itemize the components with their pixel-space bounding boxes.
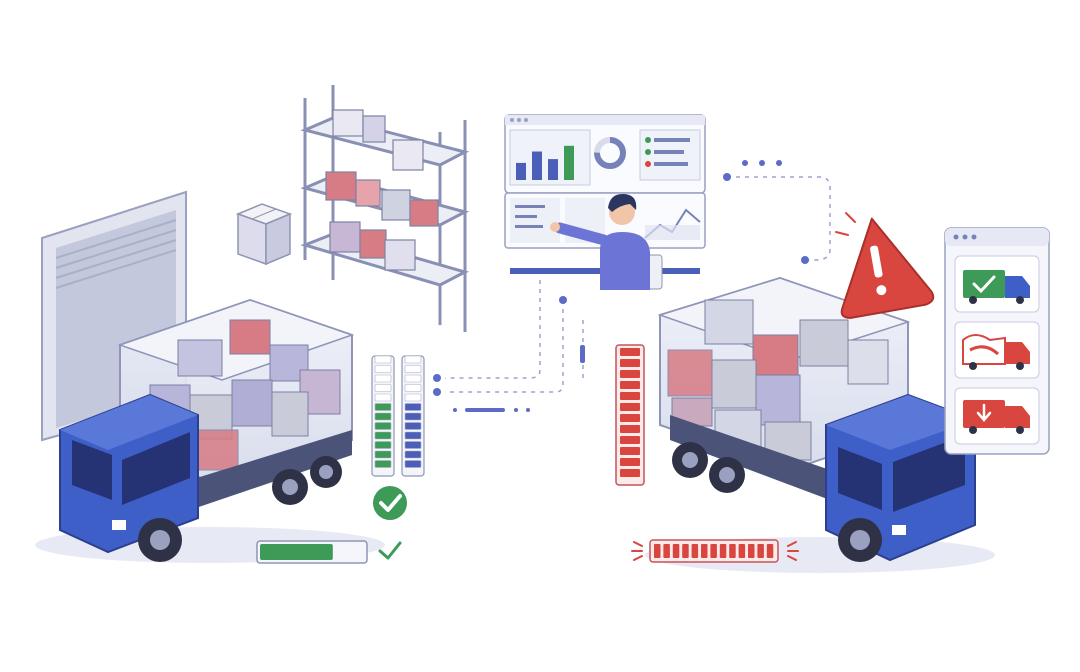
truck-damaged-icon xyxy=(954,321,1040,379)
gauge-segment xyxy=(374,365,392,373)
right-cargo-boxes xyxy=(667,299,889,461)
gauge-segment xyxy=(404,422,422,430)
donut-chart xyxy=(594,137,626,169)
check-icon xyxy=(373,486,407,520)
gauge-segment xyxy=(404,431,422,440)
gauge-segment xyxy=(374,393,392,402)
check-icon xyxy=(378,541,402,560)
left-cargo-boxes xyxy=(149,319,341,471)
gauge-segment xyxy=(620,414,640,422)
gauge-segment xyxy=(404,384,422,392)
gauge-segment xyxy=(620,370,640,378)
gauge-segment xyxy=(374,374,392,383)
loose-box xyxy=(235,203,293,266)
analytics-dashboard xyxy=(504,114,706,249)
gauge-segment xyxy=(620,348,640,356)
dashboard-bar xyxy=(516,162,526,180)
gauge-segment xyxy=(404,450,422,459)
gauge-segment xyxy=(374,384,392,392)
gauge-segment xyxy=(620,359,640,367)
progress-segment xyxy=(701,544,708,558)
progress-segment xyxy=(672,544,680,558)
fleet-status-panel xyxy=(944,227,1050,455)
gauge-segment xyxy=(404,374,422,383)
left-truck xyxy=(59,298,355,562)
right-capacity-gauge xyxy=(615,344,645,486)
gauge-segment xyxy=(374,403,392,411)
gauge-segment xyxy=(404,441,422,449)
progress-segment xyxy=(691,544,699,558)
progress-segment xyxy=(663,544,670,558)
dashboard-bar-chart xyxy=(516,145,574,180)
left-progress-bar xyxy=(256,540,368,564)
gauge-segment xyxy=(374,355,392,364)
gauge-segment xyxy=(374,450,392,459)
gauge-segment xyxy=(620,381,640,389)
right-progress-bar xyxy=(631,539,799,563)
gauge-segment xyxy=(404,460,422,468)
dashboard-bar xyxy=(548,159,558,180)
gauge-segment xyxy=(620,425,640,433)
progress-segment xyxy=(757,544,764,558)
gauge-segment xyxy=(404,412,422,421)
connector-nodes xyxy=(433,160,809,412)
truck-down-arrow-icon xyxy=(954,387,1040,445)
dashboard-bar xyxy=(532,151,542,180)
gauge-segment xyxy=(404,365,422,373)
progress-segment xyxy=(710,544,717,558)
right-truck xyxy=(657,276,976,562)
progress-segment xyxy=(682,544,689,558)
gauge-segment xyxy=(374,422,392,430)
gauge-segment xyxy=(620,458,640,466)
warning-triangle-icon xyxy=(835,212,935,319)
progress-segment xyxy=(719,544,727,558)
gauge-segment xyxy=(620,447,640,455)
gauge-segment xyxy=(620,403,640,411)
gauge-segment xyxy=(620,436,640,444)
shelf-boxes xyxy=(325,109,439,271)
gauge-segment xyxy=(404,403,422,411)
gauge-segment xyxy=(620,392,640,400)
progress-segment xyxy=(654,544,661,558)
gauge-segment xyxy=(374,441,392,449)
gauge-segment xyxy=(374,412,392,421)
dashboard-bar xyxy=(564,145,574,180)
progress-segment xyxy=(729,544,736,558)
gauge-segment xyxy=(404,355,422,364)
gauge-segment xyxy=(620,469,640,477)
truck-check-icon xyxy=(954,255,1040,313)
gauge-segment xyxy=(374,460,392,468)
gauge-segment xyxy=(374,431,392,440)
operator-person xyxy=(510,193,700,290)
progress-segment xyxy=(748,544,755,558)
left-capacity-gauge xyxy=(371,355,425,477)
progress-segment xyxy=(738,544,746,558)
progress-segment xyxy=(766,544,774,558)
gauge-segment xyxy=(404,393,422,402)
